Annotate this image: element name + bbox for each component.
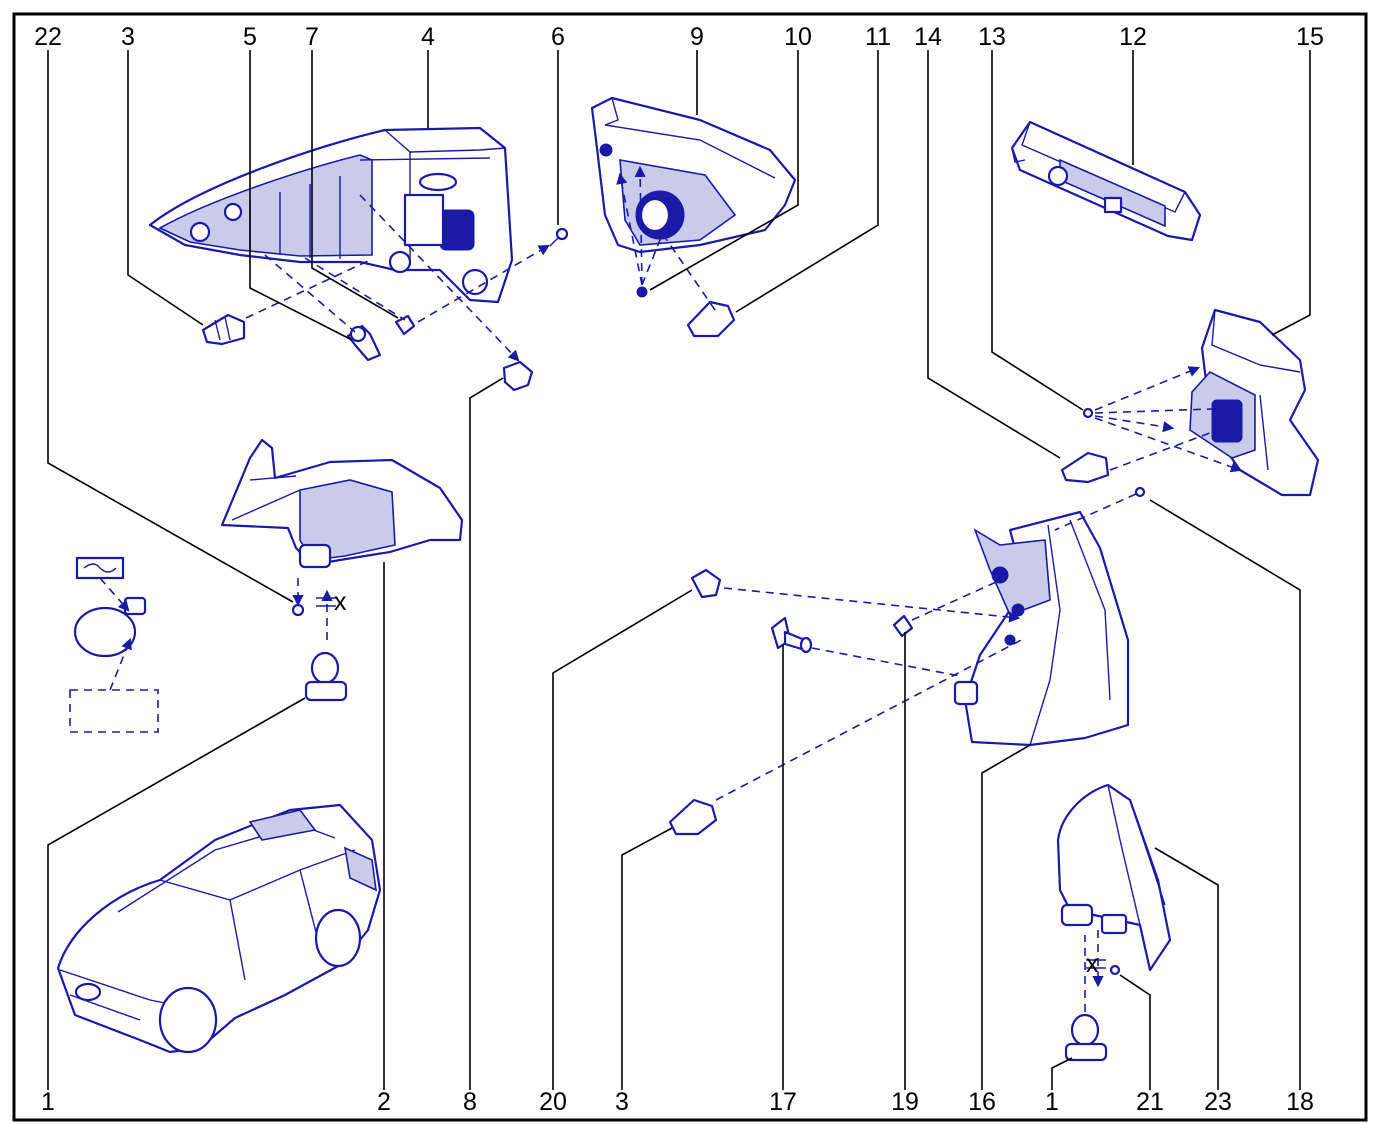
callout-19: 19 (891, 1088, 919, 1116)
third-brake-light-illustration (1010, 120, 1202, 242)
svg-text:x: x (1086, 950, 1099, 978)
small-parts (201, 227, 1146, 1062)
callout-20: 20 (539, 1088, 567, 1116)
rear-side-lamp-illustration (1189, 308, 1320, 497)
callout-9: 9 (690, 23, 704, 51)
callout-5: 5 (243, 23, 257, 51)
bulb-holder-icon (304, 651, 348, 702)
leader-lines (47, 50, 1311, 1090)
callout-22: 22 (34, 23, 62, 51)
callout-4: 4 (421, 23, 435, 51)
callout-3: 3 (121, 23, 135, 51)
rear-lamp-right-illustration (953, 510, 1130, 747)
screw-icon (549, 227, 569, 247)
callout-6: 6 (551, 23, 565, 51)
rear-repeater-right-illustration (1056, 783, 1172, 972)
callout-8: 8 (463, 1088, 477, 1116)
clip-icon (394, 314, 416, 336)
callouts-bottom: 1 2 8 20 3 17 19 16 1 21 23 18 (41, 1088, 1314, 1116)
bulb-icon (686, 300, 736, 338)
callout-13: 13 (978, 23, 1006, 51)
tailgate-lamp-illustration (590, 96, 797, 254)
callout-18: 18 (1286, 1088, 1314, 1116)
callout-17: 17 (769, 1088, 797, 1116)
callout-1-right: 1 (1045, 1088, 1059, 1116)
bulb-holder-icon (1064, 1013, 1108, 1062)
callouts-top: 22 3 5 7 4 6 9 10 11 14 13 12 15 (34, 23, 1324, 51)
callout-23: 23 (1204, 1088, 1232, 1116)
bulb-icon (1060, 451, 1110, 484)
bulb-reference-key (69, 556, 159, 733)
bulb-icon (201, 313, 246, 346)
callout-12: 12 (1119, 23, 1147, 51)
clip-icon (502, 360, 534, 392)
callout-10: 10 (784, 23, 812, 51)
callout-2: 2 (377, 1088, 391, 1116)
callout-14: 14 (914, 23, 942, 51)
callout-7: 7 (305, 23, 319, 51)
callout-11: 11 (865, 23, 891, 51)
fastener-icon (770, 616, 813, 654)
callout-1: 1 (41, 1088, 55, 1116)
side-repeater-illustration (220, 438, 464, 569)
callout-15: 15 (1296, 23, 1324, 51)
callout-16: 16 (968, 1088, 996, 1116)
callout-21: 21 (1136, 1088, 1164, 1116)
clip-icon (346, 324, 382, 362)
bulb-icon (668, 798, 718, 836)
assembly-lines: x x (245, 165, 1243, 1012)
svg-text:x: x (334, 588, 347, 616)
clip-icon (690, 568, 722, 599)
vehicle-overview-illustration (56, 803, 382, 1054)
callout-3-bottom: 3 (615, 1088, 629, 1116)
